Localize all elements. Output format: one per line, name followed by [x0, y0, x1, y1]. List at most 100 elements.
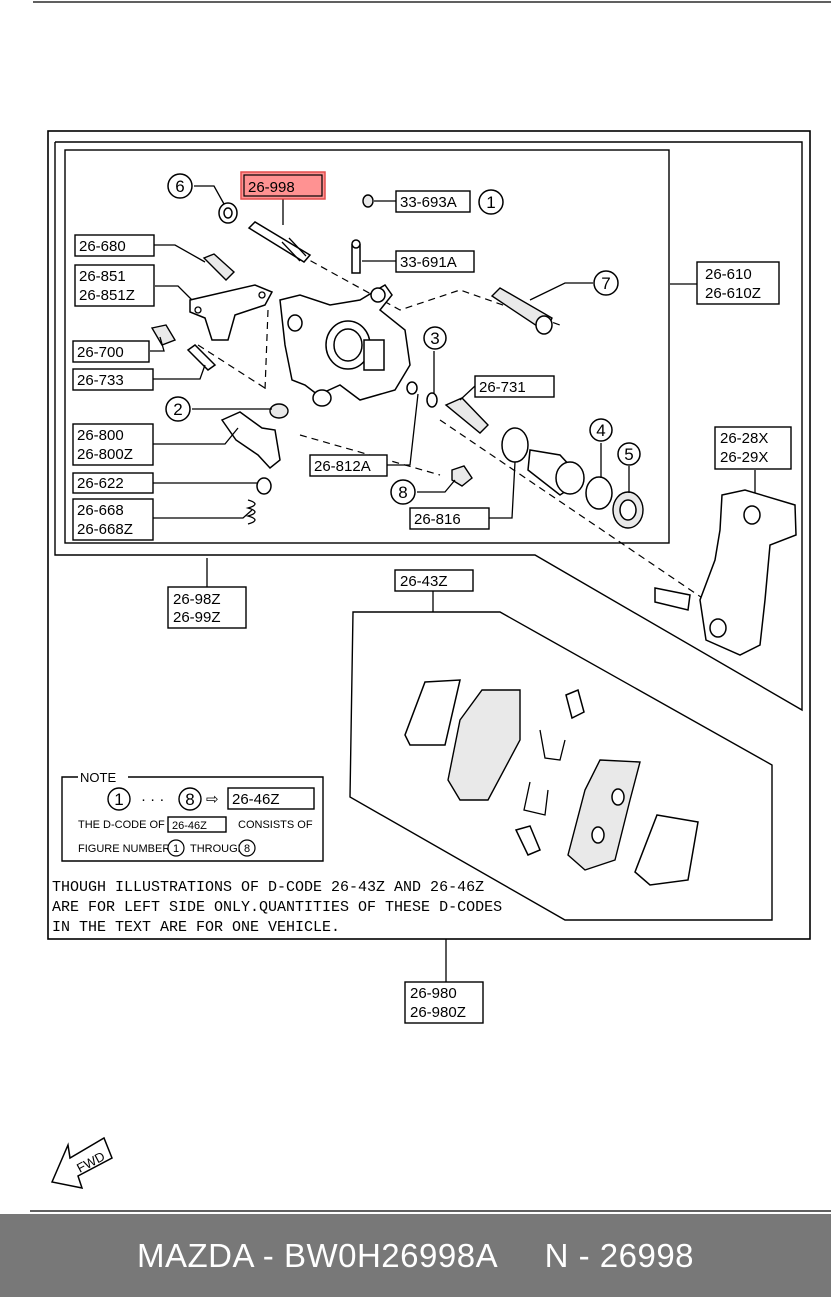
callout-2[interactable]: 2	[165, 396, 191, 422]
shim-part	[634, 814, 699, 886]
part-number-text: 26-28X	[720, 430, 768, 447]
part-label-33-693A[interactable]: 33-693A	[395, 190, 471, 213]
callout-8[interactable]: 8	[390, 479, 416, 505]
lever-part	[220, 411, 281, 470]
piston-seal-part	[585, 476, 613, 510]
part-label-26-800[interactable]: 26-800 26-800Z	[72, 423, 154, 466]
part-number-text: 26-98Z	[173, 591, 221, 608]
o-ring-part	[426, 392, 438, 408]
part-number-text: 26-733	[77, 372, 124, 389]
note-dots: · · ·	[141, 791, 164, 808]
note-arrow: ⇨	[206, 791, 219, 808]
callout-4[interactable]: 4	[589, 418, 613, 442]
part-number-text: 26-680	[79, 238, 126, 255]
bush-part	[218, 202, 238, 224]
nut-part	[451, 465, 473, 487]
part-number-text: 26-668Z	[77, 521, 133, 538]
callout-7[interactable]: 7	[593, 270, 619, 296]
assembly-path	[197, 344, 269, 391]
part-label-26-980[interactable]: 26-980 26-980Z	[404, 981, 484, 1024]
footer-bar: MAZDA - BW0H26998A N - 26998	[0, 1214, 831, 1297]
part-label-26-851[interactable]: 26-851 26-851Z	[74, 264, 155, 307]
piston-boot-part	[490, 287, 553, 335]
bleeder-cap-part	[362, 194, 374, 208]
brake-pad-outer-part	[567, 759, 641, 871]
part-number-text: 26-700	[77, 344, 124, 361]
note-line3-a: 1	[173, 843, 179, 855]
callout-number: 4	[596, 421, 605, 440]
caliper-body-part	[279, 283, 411, 407]
part-number-text: 26-851	[79, 268, 126, 285]
brake-pad-inner-part	[447, 689, 521, 801]
part-label-26-98Z[interactable]: 26-98Z 26-99Z	[167, 586, 247, 629]
part-label-26-998-highlighted[interactable]: 26-998	[240, 171, 326, 200]
part-number-text: 26-731	[479, 379, 526, 396]
spring-part	[245, 499, 256, 525]
bleeder-screw-part	[351, 239, 361, 274]
part-number-text: 26-980Z	[410, 1004, 466, 1021]
assembly-path	[439, 419, 721, 611]
note-line2-pre: THE D-CODE OF	[78, 819, 165, 831]
part-label-26-43Z[interactable]: 26-43Z	[394, 569, 474, 592]
part-number-text: 26-43Z	[400, 573, 448, 590]
part-label-26-731[interactable]: 26-731	[474, 375, 555, 398]
remark-line-3: IN THE TEXT ARE FOR ONE VEHICLE.	[52, 919, 340, 936]
piston-part	[527, 449, 585, 496]
callout-number: 6	[175, 177, 184, 196]
part-number-text: 26-816	[414, 511, 461, 528]
bolt-part	[150, 324, 177, 346]
part-number-text: 26-29X	[720, 449, 768, 466]
part-number-text: 26-668	[77, 502, 124, 519]
assembly-path	[264, 309, 269, 391]
mounting-support-part	[654, 489, 797, 656]
remark-line-2: ARE FOR LEFT SIDE ONLY.QUANTITIES OF THE…	[52, 899, 502, 916]
part-label-26-610[interactable]: 26-610 26-610Z	[696, 261, 780, 305]
part-number-text: 26-851Z	[79, 287, 135, 304]
callout-number: 8	[398, 483, 407, 502]
callout-3[interactable]: 3	[423, 326, 447, 350]
callout-1[interactable]: 1	[478, 189, 504, 215]
guide-pin-part	[247, 221, 312, 263]
note-line3-b: 8	[244, 843, 250, 855]
bolt-part	[202, 253, 236, 281]
caliper-assembly-frame	[54, 141, 803, 712]
seal-part	[406, 381, 418, 395]
note-range-end: 8	[185, 790, 194, 809]
part-number-text: 26-800Z	[77, 446, 133, 463]
callout-number: 2	[173, 400, 182, 419]
note-heading: NOTE	[80, 770, 116, 785]
callout-5[interactable]: 5	[617, 442, 641, 466]
adjust-screw-part	[444, 397, 489, 434]
fwd-arrow-icon: FWD	[50, 1136, 113, 1189]
part-label-26-668[interactable]: 26-668 26-668Z	[72, 498, 154, 541]
part-label-26-622[interactable]: 26-622	[72, 472, 154, 494]
part-label-26-28X[interactable]: 26-28X 26-29X	[714, 426, 792, 470]
part-number-text: 26-998	[248, 179, 295, 196]
callout-number: 1	[486, 193, 495, 212]
callout-6[interactable]: 6	[167, 173, 193, 199]
part-label-26-812A[interactable]: 26-812A	[309, 454, 388, 477]
part-label-26-733[interactable]: 26-733	[72, 368, 154, 391]
note-range-start: 1	[114, 790, 123, 809]
bracket-part	[189, 284, 274, 341]
return-spring-seat-part	[256, 477, 272, 495]
callout-number: 7	[601, 274, 610, 293]
washer-part	[269, 403, 289, 419]
remark-line-1: THOUGH ILLUSTRATIONS OF D-CODE 26-43Z AN…	[52, 879, 484, 896]
part-label-26-680[interactable]: 26-680	[74, 234, 155, 257]
footer-text: MAZDA - BW0H26998A N - 26998	[136, 1236, 695, 1274]
part-number-text: 26-812A	[314, 458, 371, 475]
pin-part	[186, 344, 217, 371]
part-label-26-700[interactable]: 26-700	[72, 340, 150, 363]
shim-part	[404, 679, 461, 746]
part-number-text: 26-622	[77, 475, 124, 492]
part-label-33-691A[interactable]: 33-691A	[395, 250, 475, 273]
part-label-26-816[interactable]: 26-816	[409, 507, 490, 530]
note-line2-code: 26-46Z	[172, 820, 207, 832]
part-number-text: 26-610Z	[705, 285, 761, 302]
note-line2-post: CONSISTS OF	[238, 819, 313, 831]
part-number-text: 33-691A	[400, 254, 457, 271]
caliper-frame	[64, 149, 670, 544]
part-number-text: 33-693A	[400, 194, 457, 211]
